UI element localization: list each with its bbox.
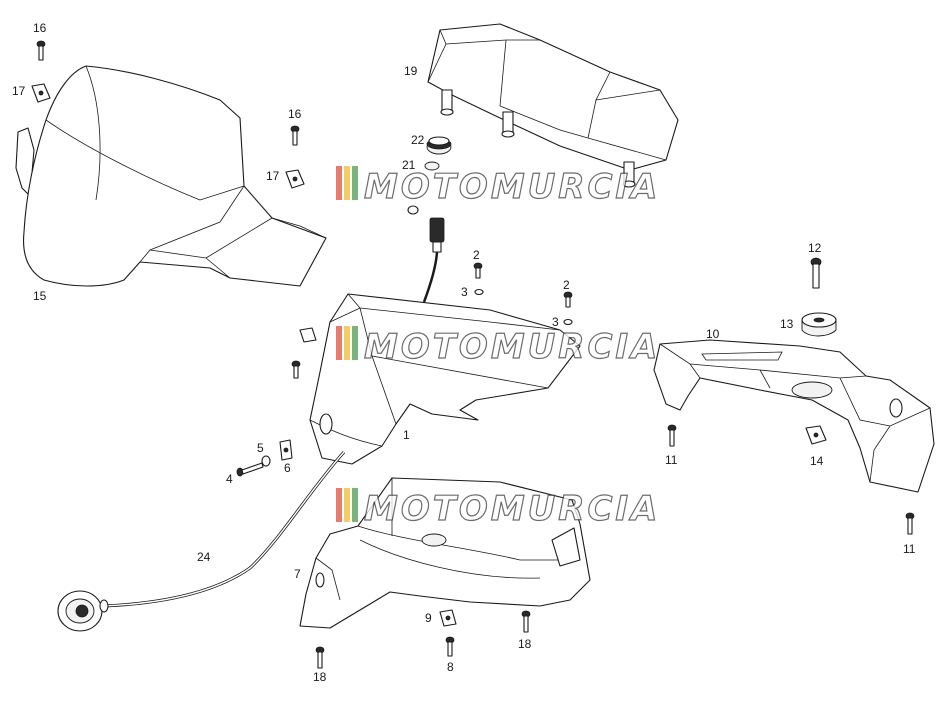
callout-24: 24: [197, 550, 211, 564]
part-12-screw: [810, 257, 822, 289]
callout-1: 1: [403, 428, 410, 442]
part-16-screw-right: [290, 125, 300, 146]
part-11-screw-right: [905, 512, 915, 535]
part-3-washer-a: [474, 288, 484, 296]
callout-10: 10: [706, 327, 720, 341]
callout-21: 21: [402, 158, 416, 172]
watermark-1: MOTOMURCIA: [336, 166, 660, 208]
callout-9: 9: [425, 611, 432, 625]
part-18-screw-center: [521, 610, 531, 633]
callout-7: 7: [294, 567, 301, 581]
callout-11: 11: [665, 453, 678, 467]
watermark-3: MOTOMURCIA: [336, 488, 660, 530]
washer-small: [407, 205, 419, 215]
part-16-screw-left: [36, 40, 46, 61]
watermark-2: MOTOMURCIA: [336, 326, 660, 368]
part-4-screw: [236, 462, 264, 477]
part-2-screw-a: [473, 262, 483, 279]
callout-4: 4: [226, 472, 233, 486]
part-8-screw: [445, 636, 455, 657]
callout-labels: 16 17 15 16 17 19 22 21 2 3 2 3 1 5 4 6 …: [12, 21, 916, 684]
part-6-nut: [279, 439, 293, 461]
part-22-grommet: [426, 136, 452, 155]
callout-3: 3: [552, 315, 559, 329]
callout-8: 8: [447, 660, 454, 674]
callout-5: 5: [257, 441, 264, 455]
part-1-rear-cover: [299, 293, 581, 465]
part-7-lower-cover: [299, 477, 591, 629]
callout-14: 14: [810, 454, 824, 468]
callout-6: 6: [284, 461, 291, 475]
callout-22: 22: [411, 133, 425, 147]
callout-3: 3: [461, 285, 468, 299]
callout-16: 16: [288, 107, 302, 121]
callout-11: 11: [903, 542, 916, 556]
part-11-screw-left: [667, 424, 677, 447]
wire-connector: [422, 217, 445, 303]
callout-16: 16: [33, 21, 47, 35]
callout-2: 2: [473, 248, 480, 262]
callout-17: 17: [12, 84, 26, 98]
part-9-clip-nut: [439, 609, 457, 627]
part-2-screw-b: [563, 291, 573, 308]
callout-12: 12: [808, 241, 822, 255]
part-17-clip-nut-left: [31, 83, 51, 103]
watermark-text-2: MOTOMURCIA: [364, 327, 660, 367]
callout-19: 19: [404, 64, 418, 78]
callout-17: 17: [266, 169, 280, 183]
watermark-text-3: MOTOMURCIA: [364, 489, 660, 529]
part-3-washer-b: [563, 318, 573, 326]
part-19-instrument-panel: [427, 23, 679, 188]
callout-13: 13: [780, 317, 794, 331]
part-13-grommet: [801, 312, 837, 337]
part-17-clip-nut-right: [285, 169, 305, 189]
part-15-handlebar-cover: [15, 65, 327, 287]
part-5-washer: [261, 455, 271, 467]
watermark-text-1: MOTOMURCIA: [364, 167, 660, 207]
part-21-nut: [424, 161, 440, 171]
part-18-screw-left: [315, 646, 325, 669]
callout-18: 18: [518, 637, 532, 651]
part-14-clip-nut: [805, 425, 827, 445]
callout-2: 2: [563, 278, 570, 292]
part-24-cable: [57, 451, 346, 632]
callout-18: 18: [313, 670, 327, 684]
callout-15: 15: [33, 289, 47, 303]
part-10-frame-cover: [653, 339, 935, 493]
screw-part1-left: [291, 360, 301, 379]
